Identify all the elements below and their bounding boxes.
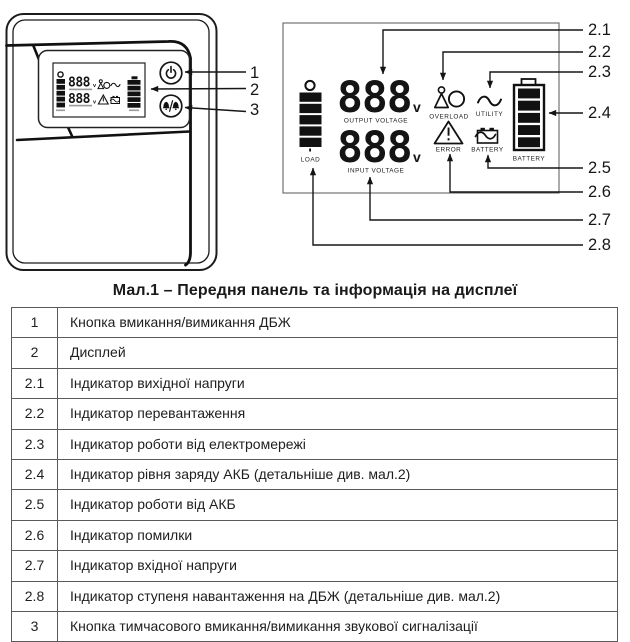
callout-label-2.8: 2.8 xyxy=(588,236,611,254)
ups-case-inner xyxy=(12,19,210,264)
row-description: Індикатор помилки xyxy=(57,519,618,552)
input-voltage-readout: 888 v INPUT VOLTAGE xyxy=(337,123,421,175)
callout-label-2.5: 2.5 xyxy=(588,159,611,177)
row-description: Індикатор роботи від АКБ xyxy=(57,489,618,521)
row-number: 2.7 xyxy=(11,550,58,582)
output-voltage-readout: 888 v OUTPUT VOLTAGE xyxy=(337,73,421,125)
bezel-edge-bottom xyxy=(15,130,191,142)
battery-icon: BATTERY xyxy=(471,127,504,154)
table-row: 1 Кнопка вмикання/вимикання ДБЖ xyxy=(11,306,618,339)
table-row: 2.1 Індикатор вихідної напруги xyxy=(11,367,618,400)
callout-label-2.6: 2.6 xyxy=(588,183,611,201)
row-description: Індикатор роботи від електромережі xyxy=(57,428,618,460)
ups-callouts: 1 2 3 xyxy=(150,64,259,119)
mini-voltage-readouts: 888 v 888 v xyxy=(68,76,97,107)
error-label: ERROR xyxy=(436,147,462,154)
callout-label-2.2: 2.2 xyxy=(588,43,611,61)
mini-output-unit: v xyxy=(93,83,97,89)
row-description: Індикатор ступеня навантаження на ДБЖ (д… xyxy=(57,580,618,612)
table-row: 2.8 Індикатор ступеня навантаження на ДБ… xyxy=(11,580,618,612)
row-description: Індикатор вхідної напруги xyxy=(57,550,618,582)
table-row: 2.6 Індикатор помилки xyxy=(11,519,618,552)
callout-line-2.1 xyxy=(379,29,583,75)
input-voltage-label: INPUT VOLTAGE xyxy=(348,168,405,175)
power-button-icon xyxy=(159,61,183,85)
figure-caption: Мал.1 – Передня панель та інформація на … xyxy=(112,282,518,299)
table-row: 3 Кнопка тимчасового вмикання/вимикання … xyxy=(11,610,618,642)
row-number: 1 xyxy=(11,306,58,339)
mini-battery-gauge-icon xyxy=(127,76,141,112)
callout-label-2: 2 xyxy=(250,81,259,99)
overload-label: OVERLOAD xyxy=(429,114,469,121)
callout-line-2.2 xyxy=(439,51,583,81)
callout-line-2.6 xyxy=(446,153,583,193)
output-voltage-label: OUTPUT VOLTAGE xyxy=(344,118,408,125)
utility-label: UTILITY xyxy=(476,111,504,118)
callout-label-2.1: 2.1 xyxy=(588,21,611,39)
row-description: Дисплей xyxy=(57,337,618,369)
callout-label-2.7: 2.7 xyxy=(588,211,611,229)
callout-line-2 xyxy=(150,85,247,93)
table-row: 2.5 Індикатор роботи від АКБ xyxy=(11,489,618,521)
battery-gauge-label: BATTERY xyxy=(513,156,546,163)
mini-load-gauge-icon xyxy=(56,71,65,112)
row-number: 2.3 xyxy=(11,428,58,460)
utility-icon: UTILITY xyxy=(476,95,504,118)
battery-gauge-icon: BATTERY xyxy=(512,78,546,163)
callout-line-3 xyxy=(184,104,247,113)
legend-table: 1 Кнопка вмикання/вимикання ДБЖ 2 Диспле… xyxy=(11,306,618,642)
row-description: Індикатор вихідної напруги xyxy=(57,367,618,400)
input-voltage-value: 888 xyxy=(337,123,412,173)
lcd-callouts: 2.1 2.2 2.3 2.4 2.5 2.6 2.7 2.8 xyxy=(309,21,611,254)
table-row: 2.3 Індикатор роботи від електромережі xyxy=(11,428,618,460)
output-voltage-value: 888 xyxy=(337,73,412,123)
row-number: 2.1 xyxy=(11,367,58,400)
mini-output-value: 888 xyxy=(68,76,91,91)
front-panel-figure: 888 v 888 v xyxy=(5,13,611,271)
row-number: 2 xyxy=(11,337,58,369)
row-number: 2.6 xyxy=(11,519,58,552)
row-number: 2.5 xyxy=(11,489,58,521)
row-description: Індикатор рівня заряду АКБ (детальніше д… xyxy=(57,458,618,491)
row-number: 2.4 xyxy=(11,458,58,491)
row-description: Кнопка тимчасового вмикання/вимикання зв… xyxy=(57,610,618,642)
row-number: 2.2 xyxy=(11,398,58,430)
row-number: 2.8 xyxy=(11,580,58,612)
callout-label-3: 3 xyxy=(250,101,259,119)
callout-line-2.8 xyxy=(309,167,583,246)
mini-input-unit: v xyxy=(93,99,97,105)
input-voltage-unit: v xyxy=(413,149,421,165)
lcd-display-diagram: LOAD 888 v OUTPUT VOLTAGE 888 v INPUT VO… xyxy=(282,22,560,194)
callout-label-2.3: 2.3 xyxy=(588,63,611,81)
table-row: 2.2 Індикатор перевантаження xyxy=(11,398,618,430)
alarm-mute-button-icon xyxy=(159,94,183,118)
load-gauge-icon: LOAD xyxy=(299,79,322,164)
callout-line-2.5 xyxy=(484,154,583,169)
bezel-edge-top-right xyxy=(5,40,192,267)
table-row: 2 Дисплей xyxy=(11,337,618,369)
ups-tower-drawing: 888 v 888 v xyxy=(5,13,218,271)
output-voltage-unit: v xyxy=(413,99,421,115)
mini-input-value: 888 xyxy=(68,92,91,107)
error-icon: ERROR xyxy=(433,120,464,154)
row-description: Кнопка вмикання/вимикання ДБЖ xyxy=(57,306,618,339)
callout-label-2.4: 2.4 xyxy=(588,104,611,122)
row-description: Індикатор перевантаження xyxy=(57,398,618,430)
table-row: 2.7 Індикатор вхідної напруги xyxy=(11,550,618,582)
table-row: 2.4 Індикатор рівня заряду АКБ (детальні… xyxy=(11,458,618,491)
row-number: 3 xyxy=(11,610,58,642)
battery-small-label: BATTERY xyxy=(471,147,504,154)
callout-line-2.3 xyxy=(486,71,583,89)
overload-icon: OVERLOAD xyxy=(429,86,469,121)
load-label: LOAD xyxy=(301,157,320,164)
callout-label-1: 1 xyxy=(250,64,259,82)
callout-line-2.7 xyxy=(366,176,583,221)
mini-status-icons xyxy=(97,79,121,105)
